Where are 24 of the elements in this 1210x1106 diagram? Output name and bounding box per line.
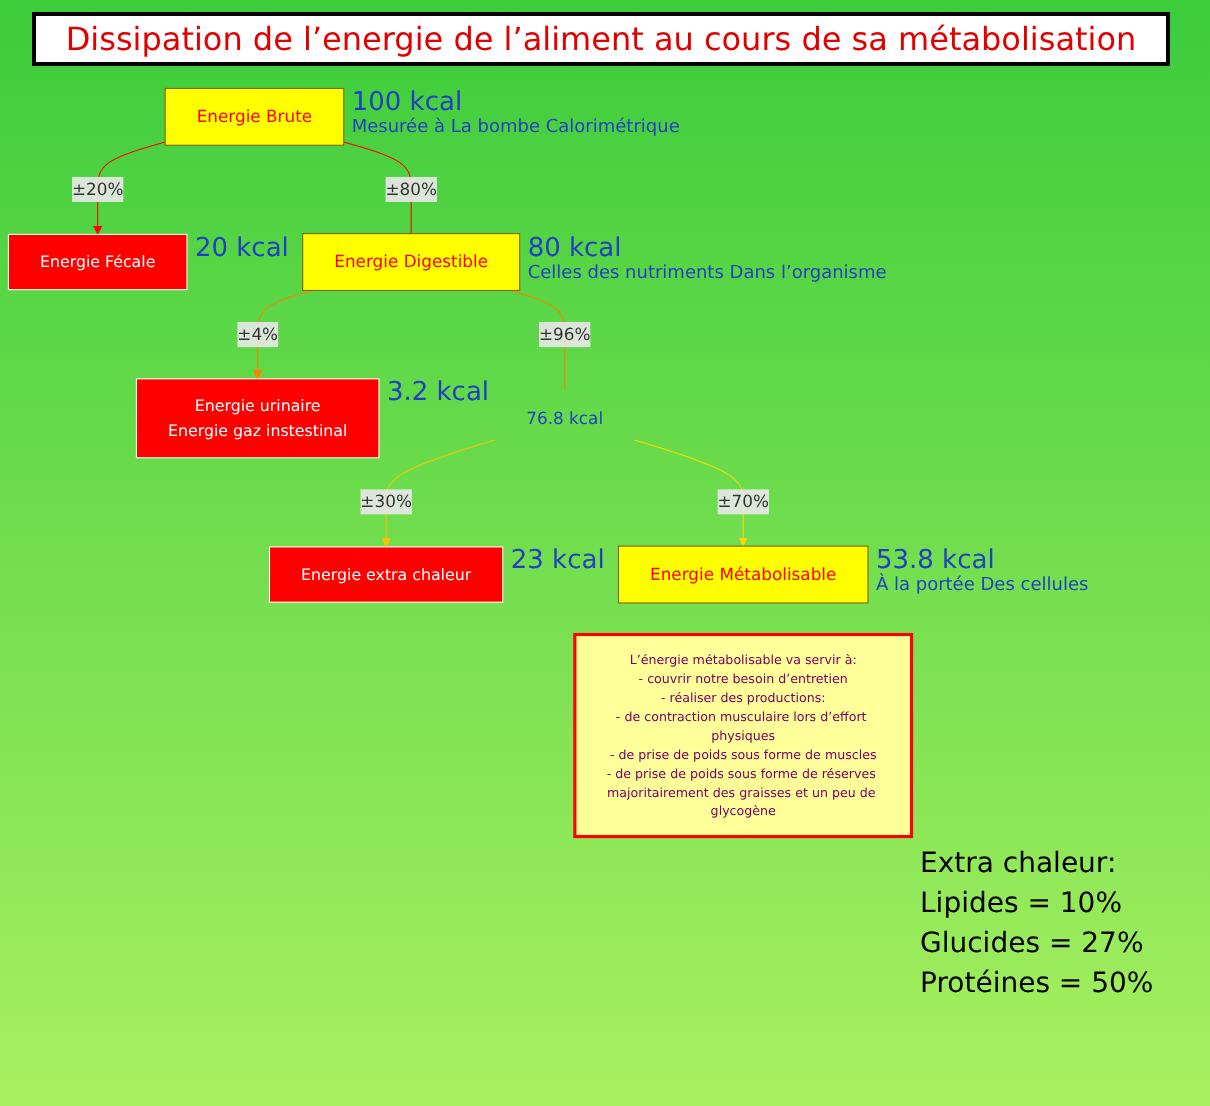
note-text: Mesurée à La bombe Calorimétrique [351, 118, 680, 139]
note-text: Glucides = 27% [920, 928, 1146, 960]
title: Dissipation de l’energie de l’aliment au cours de sa métabolisation [32, 12, 1170, 66]
energy-value: 100 kcal [351, 88, 463, 119]
energy-value: 53.8 kcal [875, 546, 995, 577]
note-text: Lipides = 10% [920, 888, 1125, 920]
note-text: Extra chaleur: [920, 848, 1119, 880]
edge-label: ±96% [538, 324, 591, 345]
edge-label: ±70% [717, 491, 769, 512]
node-box: Energie Brute [164, 87, 345, 146]
note-text: Protéines = 50% [920, 968, 1156, 1000]
node-box: Energie Digestible [302, 233, 521, 291]
edge-label: ±30% [360, 491, 412, 512]
node-text: 76.8 kcal [526, 407, 604, 428]
note-text: Celles des nutriments Dans l’organisme [527, 263, 887, 284]
node-box: Energie Métabolisable [617, 545, 869, 604]
energy-value: 80 kcal [527, 233, 622, 264]
energy-value: 20 kcal [194, 234, 289, 265]
energy-value: 23 kcal [510, 546, 605, 577]
energy-value: 3.2 kcal [386, 378, 490, 409]
edge-label: ±20% [71, 178, 124, 199]
note-text: À la portée Des cellules [875, 576, 1089, 597]
edge-label: ±80% [385, 178, 437, 199]
edge-label: ±4% [237, 324, 279, 345]
